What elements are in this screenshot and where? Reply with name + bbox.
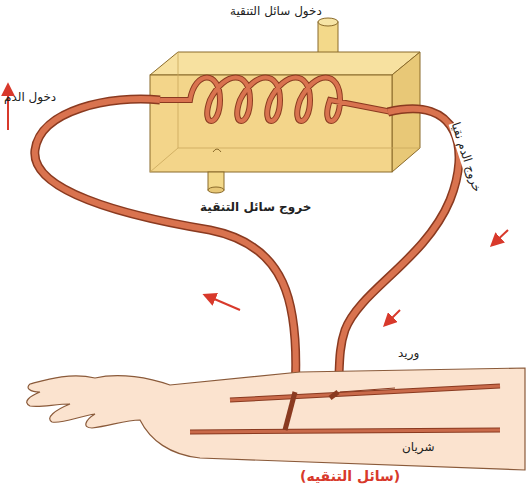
artery-label: شريان [402,440,434,454]
blood-in-label: دخول الدم [4,90,56,104]
fluid-label: (سائل التنقيه) [300,468,400,485]
inlet-label: دخول سائل التنقية [230,4,322,18]
vein-label: وريد [398,346,419,360]
outlet-label: خروج سائل التنقية [200,200,311,214]
